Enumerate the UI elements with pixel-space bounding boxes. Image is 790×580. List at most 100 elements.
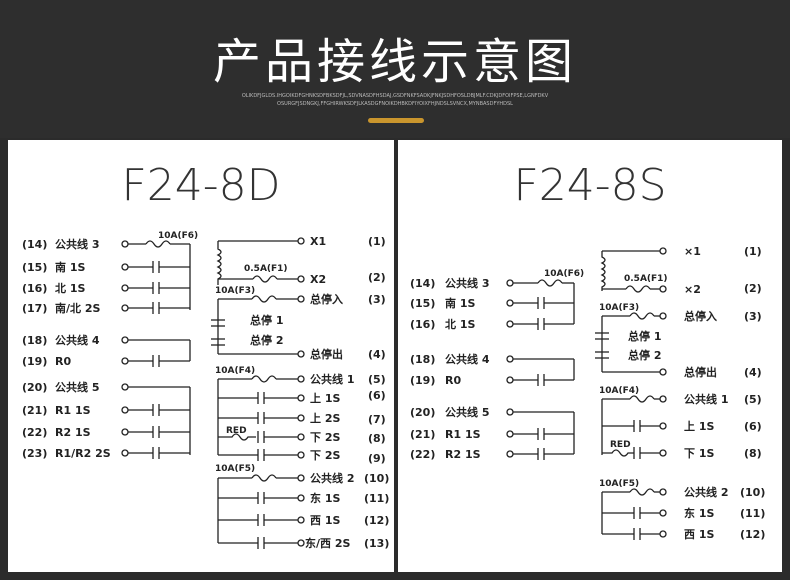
terminal-label: 上 2S (310, 411, 340, 425)
terminal-label: X1 (310, 235, 326, 248)
terminal-label: 公共线 4 (445, 352, 490, 366)
fuse-label-f6: 10A(F6) (158, 231, 198, 241)
wiring-lines (506, 247, 667, 540)
terminal-label: 北 1S (445, 317, 475, 331)
terminal-number: (20) (410, 406, 435, 419)
fuse-labels: 10A(F6) 0.5A(F1) 10A(F3) 10A(F4) RED 10A… (158, 231, 288, 474)
header: 产品接线示意图 OLIKDFJGLDS.IHGOIKDFGHNKSDFBKSDF… (0, 0, 790, 138)
terminal-number: (12) (740, 528, 765, 541)
terminal-number: (19) (410, 374, 435, 387)
terminal-number: (8) (368, 432, 386, 445)
diagram-panel-f24-8d: F24-8D (8, 140, 394, 572)
decorative-subtitle: OLIKDFJGLDS.IHGOIKDFGHNKSDFBKSDFJL,SDVNA… (150, 92, 640, 108)
terminal-label: 公共线 1 (684, 392, 728, 406)
terminal-number: (1) (368, 235, 386, 248)
terminal-number: (19) (22, 355, 47, 368)
terminal-number: (14) (410, 277, 435, 290)
terminal-number: (18) (22, 334, 47, 347)
terminal-label: 下 2S (310, 431, 340, 444)
terminal-number: (6) (368, 389, 386, 402)
terminal-number: (7) (368, 413, 386, 426)
fuse-label-red: RED (610, 440, 631, 450)
terminal-number: (5) (744, 393, 762, 406)
terminal-number: (18) (410, 353, 435, 366)
diagram-panel-f24-8s: F24-8S (398, 140, 782, 572)
wiring-diagram-f24-8s: (14) 公共线 3 (15) 南 1S (16) 北 1S (18) 公共线 … (410, 245, 765, 541)
terminal-label: 东 1S (310, 491, 340, 505)
right-terminal-labels: ×1 (1) ×2 (2) 总停入 (3) 总停出 (4) 公共线 1 (5) … (684, 245, 765, 541)
terminal-label: 总停入 (310, 292, 343, 306)
terminal-label: 北 1S (55, 281, 85, 295)
terminal-number: (6) (744, 420, 762, 433)
terminal-label: R1 1S (445, 428, 481, 441)
terminal-number: (3) (368, 293, 386, 306)
left-terminal-labels: (14) 公共线 3 (15) 南 1S (16) 北 1S (17) 南/北 … (22, 237, 111, 460)
terminal-label: ×2 (684, 283, 701, 296)
terminal-number: (20) (22, 381, 47, 394)
terminal-label: 上 1S (310, 391, 340, 405)
fuse-label-f6: 10A(F6) (544, 269, 584, 279)
fuse-label-f4: 10A(F4) (599, 386, 639, 396)
terminal-label: 东 1S (684, 506, 714, 520)
terminal-label: X2 (310, 273, 326, 286)
right-terminal-labels: X1 (1) X2 (2) 总停入 (3) 总停出 (4) 公共线 1 (5) … (305, 235, 389, 550)
fuse-labels: 10A(F6) 0.5A(F1) 10A(F3) 10A(F4) RED 10A… (544, 269, 668, 489)
terminal-number: (10) (740, 486, 765, 499)
terminal-number: (22) (410, 448, 435, 461)
terminal-number: (3) (744, 310, 762, 323)
terminal-number: (11) (364, 492, 389, 505)
terminal-label: R2 1S (445, 448, 481, 461)
terminal-number: (12) (364, 514, 389, 527)
fuse-label-f4: 10A(F4) (215, 366, 255, 376)
terminal-number: (14) (22, 238, 47, 251)
terminal-label: 公共线 2 (310, 471, 354, 485)
terminal-number: (5) (368, 373, 386, 386)
terminal-label: 南 1S (55, 260, 85, 274)
model-title: F24-8D (121, 160, 281, 211)
stop-label-2: 总停 2 (628, 348, 661, 362)
terminal-label: 西 1S (684, 528, 714, 541)
terminal-label: R0 (55, 355, 71, 368)
stop-label-1: 总停 1 (250, 313, 283, 327)
wiring-lines (121, 237, 305, 549)
stop-label-1: 总停 1 (628, 329, 661, 343)
terminal-number: (13) (364, 537, 389, 550)
terminal-label: 总停出 (310, 347, 343, 361)
terminal-label: ×1 (684, 245, 701, 258)
terminal-label: 总停出 (684, 365, 717, 379)
terminal-label: 公共线 1 (310, 372, 354, 386)
terminal-label: R0 (445, 374, 461, 387)
terminal-number: (2) (368, 271, 386, 284)
terminal-number: (1) (744, 245, 762, 258)
accent-bar (368, 118, 424, 123)
terminal-number: (15) (410, 297, 435, 310)
terminal-number: (4) (368, 348, 386, 361)
fuse-label-red: RED (226, 426, 247, 436)
page-title: 产品接线示意图 (212, 34, 577, 90)
terminal-number: (2) (744, 282, 762, 295)
terminal-label: 公共线 5 (445, 405, 489, 419)
stop-label-2: 总停 2 (250, 333, 283, 347)
terminal-label: R1 1S (55, 404, 91, 417)
terminal-number: (21) (410, 428, 435, 441)
terminal-number: (11) (740, 507, 765, 520)
terminal-label: 总停入 (684, 309, 717, 323)
terminal-label: 公共线 5 (55, 380, 99, 394)
terminal-label: 下 1S (684, 447, 714, 460)
terminal-number: (10) (364, 472, 389, 485)
terminal-label: 东/西 2S (305, 536, 351, 550)
terminal-label: 西 1S (310, 514, 340, 527)
terminal-label: 南 1S (445, 296, 475, 310)
terminal-label: 南/北 2S (55, 301, 101, 315)
fuse-label-f1: 0.5A(F1) (244, 264, 288, 274)
fuse-label-f5: 10A(F5) (599, 479, 639, 489)
terminal-label: 公共线 2 (684, 485, 728, 499)
fuse-label-f5: 10A(F5) (215, 464, 255, 474)
terminal-number: (16) (22, 282, 47, 295)
fuse-label-f3: 10A(F3) (599, 303, 639, 313)
terminal-number: (15) (22, 261, 47, 274)
terminal-number: (4) (744, 366, 762, 379)
terminal-number: (22) (22, 426, 47, 439)
terminal-label: R2 1S (55, 426, 91, 439)
model-title: F24-8S (513, 160, 667, 211)
